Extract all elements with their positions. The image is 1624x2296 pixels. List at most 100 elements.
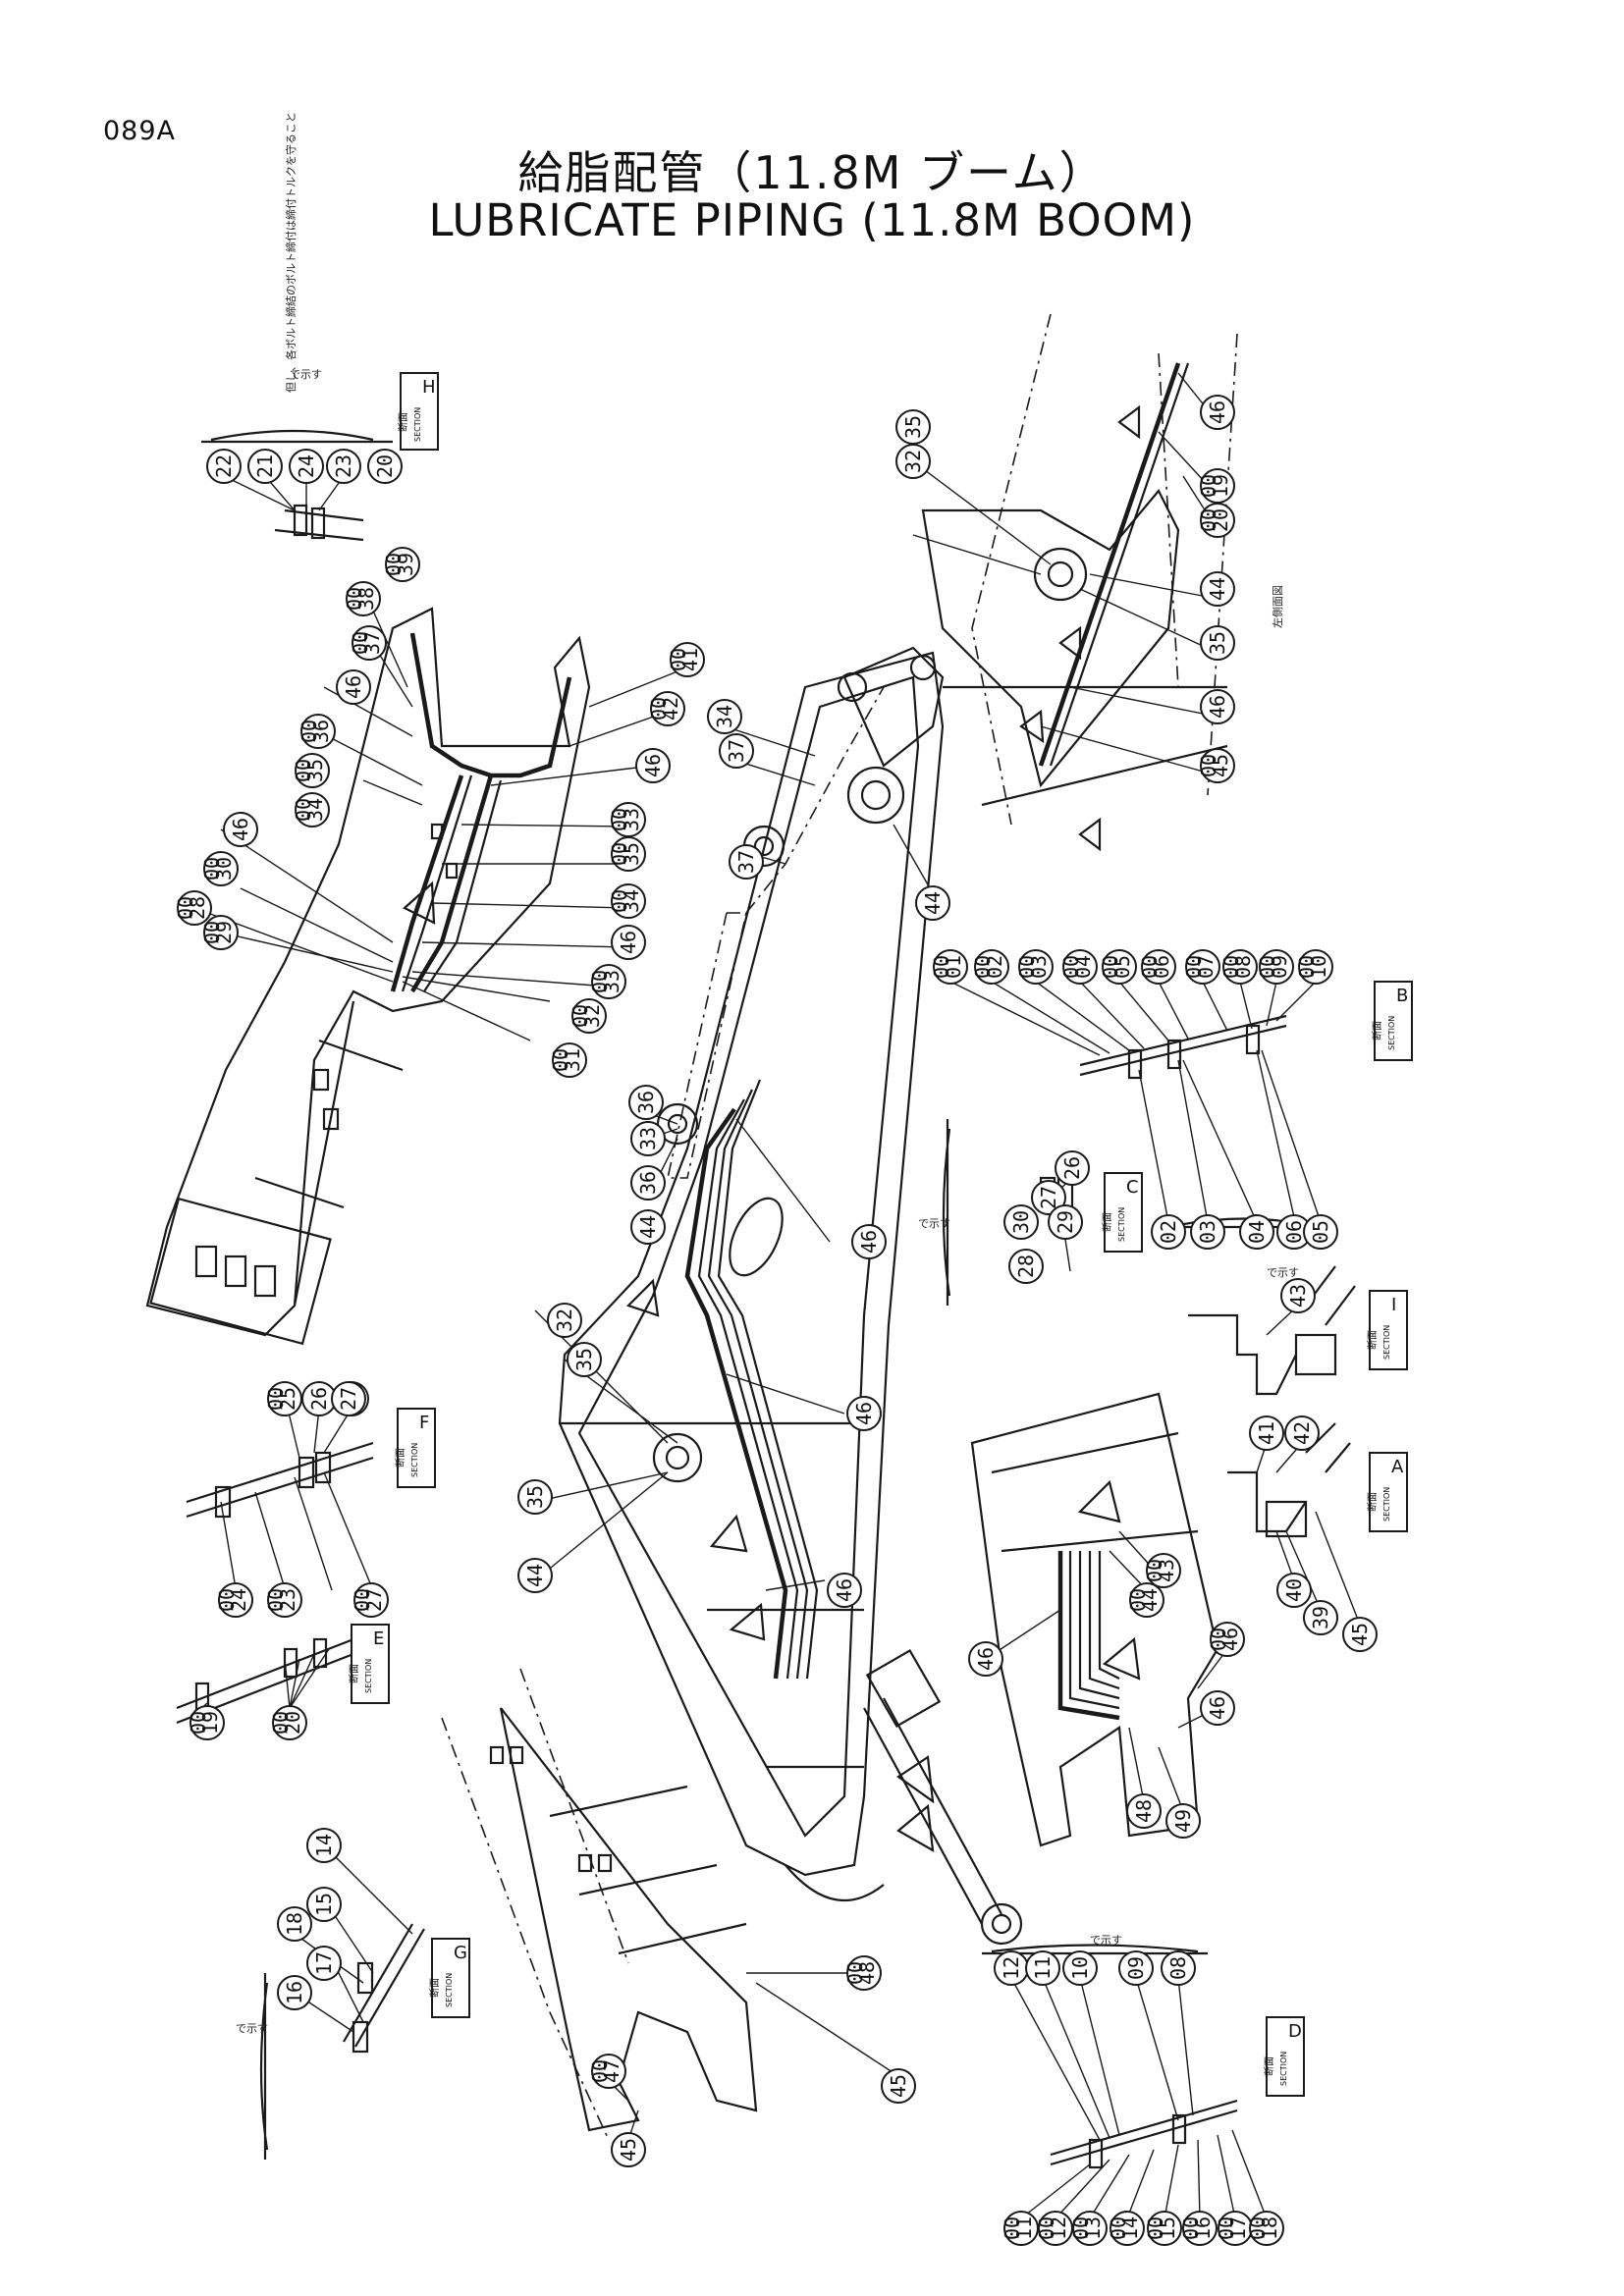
balloon-number: 0001	[930, 955, 965, 979]
balloon-number: 0039	[382, 553, 417, 576]
part-balloon-b46c: 46	[336, 669, 371, 705]
note-view-b: で示す	[1267, 1266, 1299, 1279]
balloon-circle	[1284, 1415, 1320, 1451]
balloon-circle	[277, 1906, 312, 1942]
part-balloon-b0034a: 0034	[292, 792, 330, 828]
balloon-number: 0009	[1256, 955, 1291, 979]
part-balloon-b40: 40	[1276, 1573, 1312, 1608]
part-balloon-b0046: 0046	[1207, 1622, 1245, 1657]
part-balloon-b02: 02	[1151, 1214, 1186, 1250]
part-balloon-b0012: 0012	[1035, 2211, 1073, 2246]
section-label-g: 断面 SECTION G	[428, 1938, 470, 2018]
balloon-number: 45	[887, 2074, 910, 2098]
svg-text:F: F	[419, 1413, 429, 1433]
part-balloon-b45c: 45	[611, 2132, 646, 2167]
section-label-i: 断面 SECTION I	[1366, 1290, 1408, 1370]
note-view-g: で示す	[236, 2022, 268, 2035]
balloon-number: 46	[1206, 400, 1229, 424]
part-balloon-b0020a: 0020	[1197, 503, 1235, 538]
part-balloon-b0016: 0016	[1179, 2211, 1218, 2246]
balloon-circle	[247, 449, 283, 484]
balloon-number: 0036	[298, 720, 333, 743]
part-balloon-b37a: 37	[719, 733, 754, 769]
balloon-number: 0019	[1197, 474, 1232, 498]
balloon-circle	[203, 915, 239, 950]
part-balloon-b0014: 0014	[1107, 2211, 1145, 2246]
balloon-circle	[1200, 748, 1235, 783]
svg-text:B: B	[1396, 986, 1408, 1006]
balloon-number: 44	[921, 891, 945, 915]
part-balloon-b46h: 46	[846, 1396, 882, 1431]
note-view-h: で示す	[290, 368, 322, 381]
part-balloon-b36a: 36	[628, 1085, 664, 1120]
balloon-circle	[846, 1396, 882, 1431]
balloon-number: 45	[1348, 1623, 1372, 1646]
balloon-number: 30	[1009, 1210, 1033, 1234]
svg-text:SECTION: SECTION	[1387, 1016, 1396, 1050]
section-label-b: 断面 SECTION B	[1371, 981, 1413, 1061]
balloon-circle	[1048, 1204, 1083, 1240]
balloon-circle	[881, 2068, 916, 2104]
part-balloon-b35d: 35	[517, 1479, 553, 1515]
part-balloon-b0048: 0048	[843, 1955, 882, 1991]
part-balloon-b30: 30	[1003, 1204, 1039, 1240]
balloon-circle	[203, 851, 239, 886]
balloon-circle	[1126, 1793, 1162, 1829]
balloon-number: 0027	[351, 1588, 386, 1612]
part-balloon-b0024: 0024	[215, 1582, 253, 1618]
balloon-number: 0012	[1035, 2216, 1070, 2240]
part-balloon-b35c: 35	[567, 1342, 602, 1377]
balloon-number: 33	[636, 1127, 660, 1150]
balloon-circle	[1259, 949, 1294, 985]
part-balloon-b46k: 46	[1200, 1690, 1235, 1726]
part-balloon-b0006: 0006	[1138, 949, 1176, 985]
balloon-number: 0035	[608, 842, 643, 866]
balloon-number: 0047	[588, 2059, 623, 2083]
balloon-number: 27	[1037, 1186, 1060, 1209]
balloon-number: 24	[295, 454, 318, 478]
balloon-number: 35	[1206, 631, 1229, 655]
balloon-number: 0006	[1138, 955, 1173, 979]
part-balloon-b0037a: 0037	[349, 625, 387, 661]
balloon-circle	[611, 925, 646, 960]
leader-lines	[193, 372, 1361, 2219]
part-balloon-b0039: 0039	[382, 547, 420, 582]
balloon-number: 44	[523, 1564, 547, 1587]
balloon-circle	[1102, 949, 1137, 985]
balloon-circle	[295, 792, 330, 828]
balloon-number: 0031	[549, 1048, 584, 1072]
part-balloon-b26: 26	[1055, 1150, 1090, 1186]
part-balloon-b0019a: 0019	[1197, 468, 1235, 504]
balloon-circle	[1200, 689, 1235, 724]
part-balloon-b0004: 0004	[1059, 949, 1098, 985]
balloon-number: 0028	[174, 896, 209, 920]
section-label-d: 断面 SECTION D	[1263, 2016, 1305, 2097]
part-balloon-b45a: 45	[1342, 1617, 1378, 1652]
balloon-circle	[670, 642, 705, 677]
balloon-circle	[611, 2132, 646, 2167]
svg-text:断面: 断面	[1371, 1021, 1383, 1041]
part-balloon-b34: 34	[707, 699, 742, 734]
page-code: 089A	[103, 116, 177, 146]
part-balloon-b32b: 32	[547, 1303, 582, 1338]
svg-text:SECTION: SECTION	[1117, 1207, 1126, 1242]
balloon-number: 0041	[667, 648, 702, 671]
balloon-number: 0020	[269, 1711, 304, 1735]
part-balloon-b0032a: 0032	[568, 998, 607, 1034]
part-balloon-b22: 22	[206, 449, 242, 484]
balloon-circle	[1200, 1690, 1235, 1726]
balloon-number: 08	[1166, 1956, 1190, 1980]
notes: で示す 但し、各ボルト締結のボルト締付は締付トルクを守ること 左側面図 で示す …	[236, 112, 1299, 2035]
balloon-number: 16	[283, 1981, 306, 2004]
section-label-a: 断面 SECTION A	[1366, 1452, 1408, 1532]
main-boom	[558, 646, 1023, 1946]
balloon-number: 0007	[1182, 955, 1218, 979]
balloon-number: 0033	[608, 808, 643, 831]
balloon-number: 15	[312, 1893, 336, 1916]
note-view-d: で示す	[1090, 1934, 1122, 1947]
balloon-number: 03	[1196, 1220, 1219, 1244]
balloon-circle	[1072, 2211, 1108, 2246]
part-balloon-b46g: 46	[851, 1224, 887, 1259]
balloon-circle	[635, 748, 671, 783]
balloon-number: 0034	[608, 889, 643, 913]
